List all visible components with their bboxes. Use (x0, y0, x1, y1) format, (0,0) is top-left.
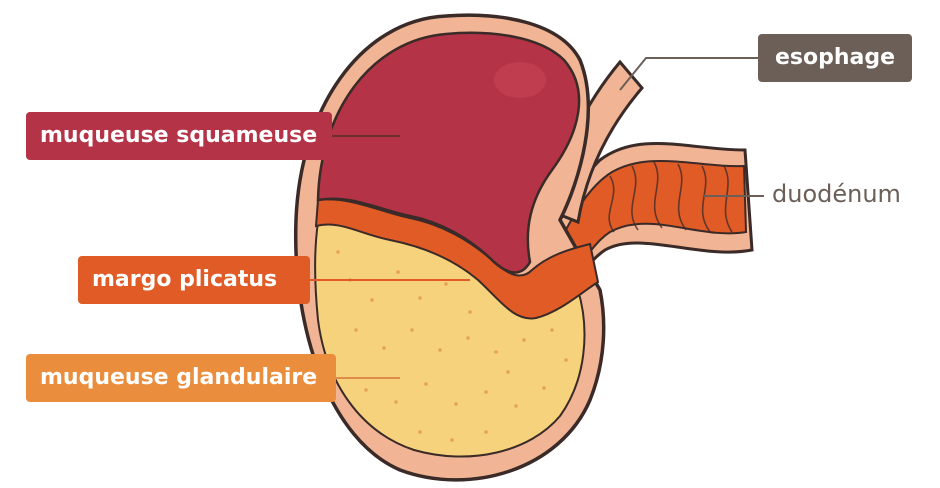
label-esophage: esophage (758, 34, 912, 82)
margo-plicatus-band (314, 198, 600, 320)
label-margo-plicatus: margo plicatus (78, 256, 310, 304)
squamous-highlight (494, 62, 546, 98)
duodenum-folds (608, 161, 733, 233)
label-duodenum: duodénum (772, 180, 901, 208)
label-muqueuse-glandulaire: muqueuse glandulaire (26, 354, 336, 402)
callout-line-esophage (619, 57, 758, 91)
label-muqueuse-squameuse: muqueuse squameuse (26, 112, 332, 160)
